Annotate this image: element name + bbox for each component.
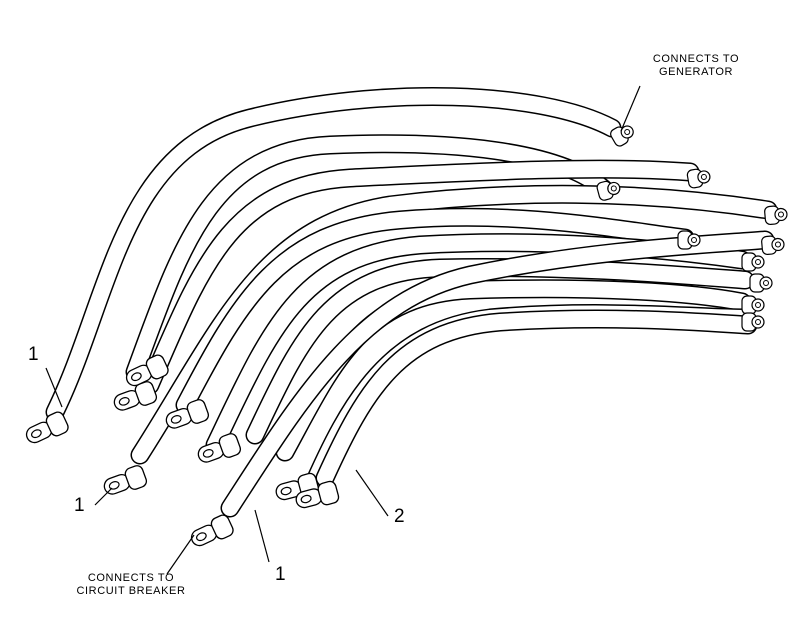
cable-fill bbox=[247, 259, 753, 443]
generator-callout-line2: GENERATOR bbox=[658, 66, 734, 78]
lug-hole bbox=[755, 319, 761, 325]
generator-callout-line1: CONNECTS TO bbox=[652, 53, 740, 65]
lug-hole bbox=[300, 494, 312, 504]
lug-terminals bbox=[25, 125, 788, 547]
cable-1 bbox=[45, 86, 622, 422]
ring-lug-4 bbox=[113, 381, 158, 411]
cable-fill bbox=[127, 135, 613, 380]
lug-hole bbox=[118, 397, 130, 406]
cable-2 bbox=[125, 134, 615, 382]
lug-hole bbox=[108, 481, 120, 490]
ring-lug-1 bbox=[25, 411, 69, 444]
lug-hole bbox=[624, 129, 631, 135]
lug-sleeve bbox=[124, 465, 148, 490]
leader-item1-c bbox=[254, 509, 270, 563]
lug-hole bbox=[755, 302, 761, 308]
item-number-2: 2 bbox=[394, 506, 405, 527]
generator-lug-6 bbox=[761, 235, 785, 256]
generator-lug-5 bbox=[677, 230, 701, 250]
generator-callout: CONNECTS TO GENERATOR bbox=[640, 53, 752, 79]
generator-lug-1 bbox=[610, 125, 634, 147]
item-number-1-bottom: 1 bbox=[275, 564, 286, 585]
cable-outline bbox=[315, 309, 758, 488]
lug-sleeve bbox=[45, 411, 69, 437]
cable-fill bbox=[317, 310, 756, 486]
generator-lug-2 bbox=[596, 180, 621, 201]
lug-sleeve bbox=[186, 399, 210, 424]
circuit-breaker-callout: CONNECTS TO CIRCUIT BREAKER bbox=[66, 572, 196, 598]
item-number-1-upper-left: 1 bbox=[28, 344, 39, 365]
leader-item2 bbox=[355, 469, 389, 517]
cable-fill bbox=[177, 209, 693, 413]
generator-lug-8 bbox=[749, 273, 773, 293]
ring-lug-2 bbox=[103, 465, 148, 495]
ring-lug-5 bbox=[165, 399, 210, 429]
generator-lug-3 bbox=[686, 168, 711, 189]
lug-sleeve bbox=[210, 514, 234, 540]
lug-hole bbox=[170, 415, 182, 424]
generator-lug-10 bbox=[741, 312, 765, 332]
lug-hole bbox=[202, 449, 214, 458]
cable-7 bbox=[245, 257, 755, 445]
ring-lug-8 bbox=[295, 480, 340, 509]
lug-hole bbox=[774, 241, 781, 248]
lug-hole bbox=[196, 532, 207, 542]
lug-hole bbox=[700, 173, 707, 180]
generator-lug-7 bbox=[741, 252, 765, 272]
leader-generator bbox=[620, 85, 641, 132]
leader-lines bbox=[45, 85, 641, 575]
lug-hole bbox=[691, 237, 697, 243]
ring-lug-9 bbox=[125, 354, 169, 387]
lug-sleeve bbox=[218, 433, 242, 458]
item-number-1-middle-left: 1 bbox=[74, 495, 85, 516]
leader-item1-a bbox=[45, 367, 63, 408]
generator-lug-9 bbox=[741, 295, 765, 315]
lug-hole bbox=[280, 486, 292, 496]
lug-hole bbox=[31, 429, 42, 439]
cable-fill bbox=[142, 161, 698, 393]
ring-lug-3 bbox=[190, 514, 234, 547]
cable-3 bbox=[140, 159, 700, 395]
cable-fill bbox=[47, 88, 620, 420]
leader-breaker bbox=[166, 534, 195, 575]
lug-sleeve bbox=[317, 480, 340, 506]
lug-hole bbox=[763, 280, 769, 286]
lug-sleeve bbox=[145, 354, 169, 380]
lug-hole bbox=[755, 259, 761, 265]
generator-lug-4 bbox=[764, 205, 788, 226]
lug-hole bbox=[610, 185, 617, 192]
lug-hole bbox=[777, 211, 784, 218]
cable-5 bbox=[175, 207, 695, 415]
lug-hole bbox=[131, 372, 142, 382]
leader-item1-b bbox=[94, 487, 113, 506]
ring-lug-6 bbox=[197, 433, 242, 463]
circuit-breaker-callout-line1: CONNECTS TO bbox=[87, 572, 175, 584]
cable-11 bbox=[315, 309, 758, 488]
cable-bundle bbox=[45, 86, 778, 518]
circuit-breaker-callout-line2: CIRCUIT BREAKER bbox=[76, 585, 186, 597]
